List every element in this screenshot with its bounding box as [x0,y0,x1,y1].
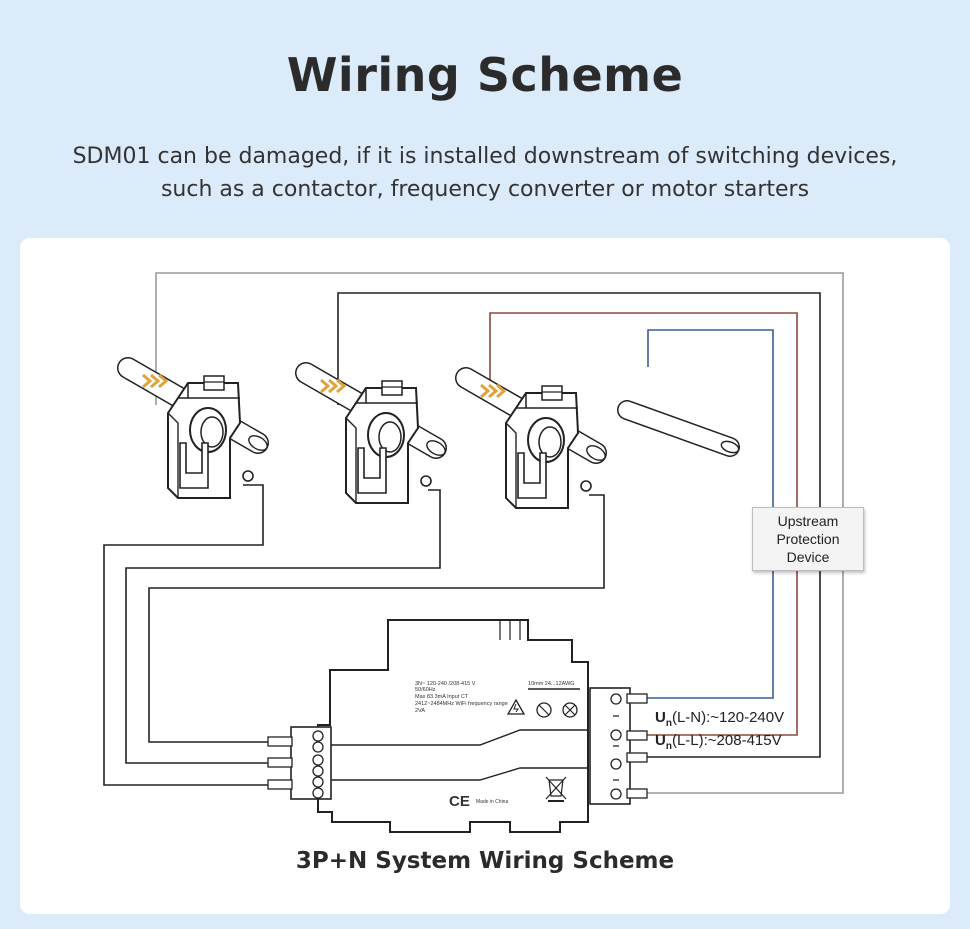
sdm01-meter: 3N~ 120-240 /208-415 V 50/60Hz Max 83.3m… [267,619,648,833]
current-transformer-3 [466,378,608,508]
wire-n-blue [625,329,774,699]
current-transformer-2 [306,373,448,503]
diagram-caption: 3P+N System Wiring Scheme [295,848,675,874]
meter-spec-5: 2VA [415,708,425,714]
meter-wire-spec: 10mm 24...12AWG [528,681,575,687]
weee-bin-icon [545,776,567,802]
voltage-ln-label: Un(L-N):~120-240V [655,709,784,729]
protection-line-1: Upstream [777,513,839,529]
no-touch-icon [536,702,552,718]
subtitle-line-2: such as a contactor, frequency converter… [160,177,810,202]
voltage-ll-label: Un(L-L):~208-415V [655,732,782,752]
neutral-cable [617,400,740,457]
warning-icon [506,698,526,715]
wire-l2-black [337,292,821,758]
voltage-ll-text: (L-L):~208-415V [671,732,782,749]
ct2-lead [125,489,441,764]
wire-l3-brown [489,312,798,736]
current-transformer-1 [128,368,270,498]
ct3-lead [148,494,605,743]
upstream-protection-device: Upstream Protection Device [752,507,864,571]
voltage-ll-sub: n [665,741,672,752]
page-title: Wiring Scheme [286,48,684,102]
made-in-text: Made in China [476,799,508,805]
ce-mark: CE [449,793,470,810]
protection-line-2: Protection [776,531,840,547]
meter-spec-2: 50/60Hz [415,687,436,693]
no-tool-icon [562,702,578,718]
voltage-ln-text: (L-N):~120-240V [671,709,785,726]
meter-spec-3: Max 83.3mA Input CT [415,694,469,700]
subtitle-line-1: SDM01 can be damaged, if it is installed… [72,144,898,169]
wire-l1-grey [155,272,844,794]
meter-spec-4: 2412~2484MHz WiFi frequency range [415,701,508,707]
voltage-ln-symbol: U [655,709,666,726]
protection-line-3: Device [786,549,830,565]
ct1-lead [103,484,277,786]
voltage-ln-sub: n [665,718,672,729]
voltage-ll-symbol: U [655,732,666,749]
page-subtitle: SDM01 can be damaged, if it is installed… [0,140,970,206]
meter-spec-1: 3N~ 120-240 /208-415 V [415,681,476,687]
